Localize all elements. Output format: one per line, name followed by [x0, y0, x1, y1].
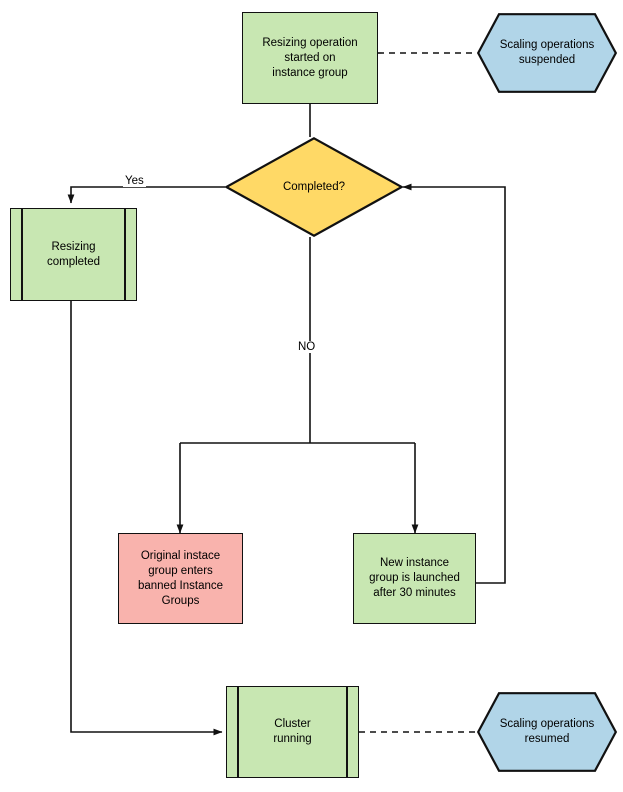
edge-label-no: NO	[296, 341, 318, 353]
edge-label-yes: Yes	[123, 175, 146, 187]
node-scaling-resumed-label: Scaling operations resumed	[499, 718, 595, 745]
node-completed-decision-label: Completed?	[282, 180, 345, 193]
node-resizing-started[interactable]: Resizing operation started on instance g…	[242, 12, 378, 104]
node-original-group-banned[interactable]: Original instace group enters banned Ins…	[118, 533, 243, 624]
predefined-process-bar-left	[237, 687, 239, 777]
hexagon-shape	[477, 13, 617, 93]
hexagon-shape	[477, 692, 617, 772]
node-scaling-resumed[interactable]: Scaling operations resumed	[477, 692, 617, 772]
node-resizing-completed[interactable]: Resizing completed	[10, 208, 137, 301]
edge-resizing-completed-to-cluster	[70, 301, 223, 736]
node-scaling-suspended[interactable]: Scaling operations suspended	[477, 13, 617, 93]
edge-new-group-back-to-decision	[402, 183, 506, 584]
node-cluster-running-label: Cluster running	[273, 718, 312, 745]
predefined-process-bar-right	[124, 209, 126, 300]
diamond-shape	[225, 137, 403, 237]
node-completed-decision[interactable]: Completed?	[225, 137, 403, 237]
node-new-group-launched-label: New instance group is launched after 30 …	[369, 557, 460, 599]
node-resizing-completed-label: Resizing completed	[46, 240, 101, 268]
node-original-group-banned-label: Original instace group enters banned Ins…	[137, 549, 224, 607]
node-resizing-started-label: Resizing operation started on instance g…	[262, 36, 358, 79]
predefined-process-bar-left	[21, 209, 23, 300]
node-cluster-running[interactable]: Cluster running	[226, 686, 359, 778]
edge-decision-yes-to-resizing-completed	[67, 186, 225, 204]
node-new-group-launched[interactable]: New instance group is launched after 30 …	[353, 533, 476, 624]
predefined-process-bar-right	[346, 687, 348, 777]
node-scaling-suspended-label: Scaling operations suspended	[499, 39, 595, 66]
